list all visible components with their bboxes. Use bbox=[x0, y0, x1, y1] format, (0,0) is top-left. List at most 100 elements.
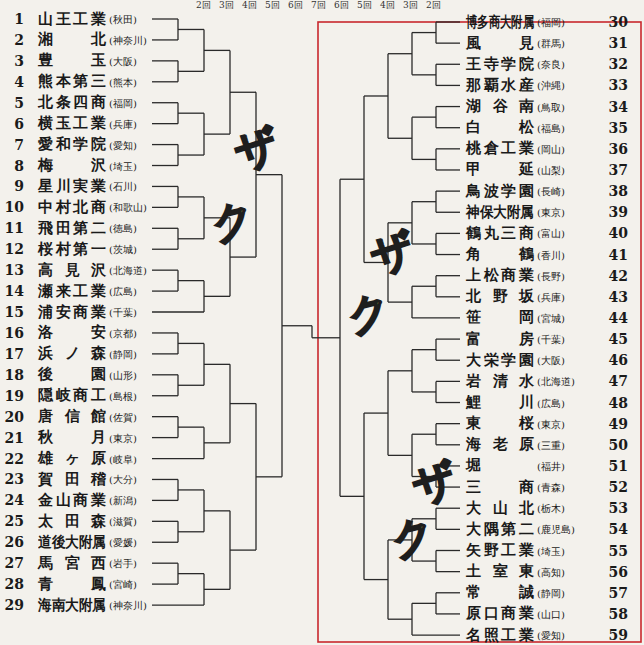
bracket-line bbox=[412, 116, 436, 117]
bracket-line bbox=[152, 542, 178, 543]
seed-number: 4 bbox=[0, 75, 24, 89]
bracket-line bbox=[388, 455, 412, 456]
bracket-line bbox=[436, 508, 460, 509]
seed-number: 6 bbox=[0, 117, 24, 131]
bracket-line bbox=[436, 275, 460, 276]
bracket-line bbox=[255, 404, 256, 551]
prefecture: (東京) bbox=[109, 434, 137, 444]
bracket-line bbox=[436, 550, 460, 551]
bracket-line bbox=[177, 19, 178, 40]
bracket-line bbox=[152, 353, 178, 354]
seed-number: 51 bbox=[602, 459, 628, 473]
team-name: 洛安 bbox=[38, 325, 106, 340]
bracket-line bbox=[435, 424, 436, 445]
team-name: 秋月 bbox=[38, 430, 106, 445]
bracket-line bbox=[411, 202, 412, 244]
team-name: 王寺学院 bbox=[466, 57, 534, 72]
bracket-line bbox=[412, 74, 436, 75]
bracket-line bbox=[177, 375, 178, 396]
team-name: 鯉川 bbox=[466, 395, 534, 410]
bracket-line bbox=[435, 276, 436, 297]
bracket-line bbox=[436, 529, 460, 530]
seed-number: 10 bbox=[0, 200, 24, 214]
bracket-line bbox=[256, 174, 282, 175]
round-header: 5回 bbox=[357, 1, 372, 10]
seed-number: 30 bbox=[602, 15, 628, 29]
prefecture: (石川) bbox=[109, 182, 137, 192]
bracket-line bbox=[436, 233, 460, 234]
bracket-line bbox=[152, 416, 178, 417]
round-header: 3回 bbox=[219, 1, 234, 10]
bracket-line bbox=[152, 144, 178, 145]
bracket-line bbox=[435, 149, 436, 170]
bracket-line bbox=[412, 434, 436, 435]
seed-number: 55 bbox=[602, 544, 628, 558]
bracket-line bbox=[435, 593, 436, 614]
bracket-line bbox=[177, 563, 178, 584]
seed-number: 49 bbox=[602, 417, 628, 431]
team-name: 浜ノ森 bbox=[38, 346, 106, 361]
round-header: 2回 bbox=[426, 1, 441, 10]
bracket-line bbox=[435, 64, 436, 85]
round-header: 3回 bbox=[403, 1, 418, 10]
bracket-line bbox=[152, 521, 178, 522]
team-name: 北野坂 bbox=[466, 289, 534, 304]
seed-number: 26 bbox=[0, 535, 24, 549]
seed-number: 11 bbox=[0, 221, 24, 235]
prefecture: (富山) bbox=[537, 229, 565, 239]
bracket-line bbox=[388, 370, 412, 371]
bracket-line bbox=[411, 33, 412, 75]
seed-number: 9 bbox=[0, 179, 24, 193]
round-header: 7回 bbox=[311, 1, 326, 10]
prefecture: (徳島) bbox=[109, 224, 137, 234]
bracket-line bbox=[412, 286, 436, 287]
prefecture: (大分) bbox=[109, 475, 137, 485]
prefecture: (長崎) bbox=[537, 187, 565, 197]
bracket-line bbox=[435, 233, 436, 254]
bracket-line bbox=[152, 123, 178, 124]
team-name: 博多商大附属 bbox=[466, 15, 534, 30]
seed-number: 41 bbox=[602, 248, 628, 262]
bracket-line bbox=[177, 417, 178, 438]
bracket-line bbox=[387, 54, 388, 139]
bracket-line bbox=[411, 350, 412, 392]
seed-number: 53 bbox=[602, 501, 628, 515]
bracket-line bbox=[436, 613, 460, 614]
seed-number: 24 bbox=[0, 493, 24, 507]
bracket-line bbox=[435, 508, 436, 529]
team-name: 大栄学園 bbox=[466, 353, 534, 368]
bracket-line bbox=[436, 592, 460, 593]
prefecture: (福島) bbox=[537, 124, 565, 134]
bracket-line bbox=[340, 496, 364, 497]
bracket-line bbox=[178, 531, 204, 532]
prefecture: (京都) bbox=[109, 329, 137, 339]
prefecture: (沖縄) bbox=[537, 81, 565, 91]
bracket-line bbox=[412, 201, 436, 202]
team-name: 星川実業 bbox=[38, 179, 106, 194]
bracket-line bbox=[388, 138, 412, 139]
bracket-line bbox=[387, 540, 388, 619]
bracket-line bbox=[411, 603, 412, 635]
seed-number: 31 bbox=[602, 36, 628, 50]
prefecture: (熊本) bbox=[109, 78, 137, 88]
seed-number: 29 bbox=[0, 598, 24, 612]
prefecture: (大阪) bbox=[537, 356, 565, 366]
bracket-line bbox=[177, 145, 178, 166]
bracket-line bbox=[204, 133, 230, 134]
seed-number: 33 bbox=[602, 78, 628, 92]
prefecture: (千葉) bbox=[537, 335, 565, 345]
bracket-line bbox=[177, 270, 178, 291]
prefecture: (愛知) bbox=[109, 141, 137, 151]
seed-number: 1 bbox=[0, 12, 24, 26]
bracket-line bbox=[230, 403, 256, 404]
prefecture: (広島) bbox=[537, 399, 565, 409]
seed-number: 38 bbox=[602, 184, 628, 198]
bracket-line bbox=[177, 186, 178, 207]
bracket-line bbox=[436, 444, 460, 445]
prefecture: (岩手) bbox=[109, 559, 137, 569]
prefecture: (愛媛) bbox=[109, 538, 137, 548]
team-name: 那覇水産 bbox=[466, 78, 534, 93]
prefecture: (広島) bbox=[109, 287, 137, 297]
team-name: 大山北 bbox=[466, 501, 534, 516]
bracket-line bbox=[435, 551, 436, 572]
